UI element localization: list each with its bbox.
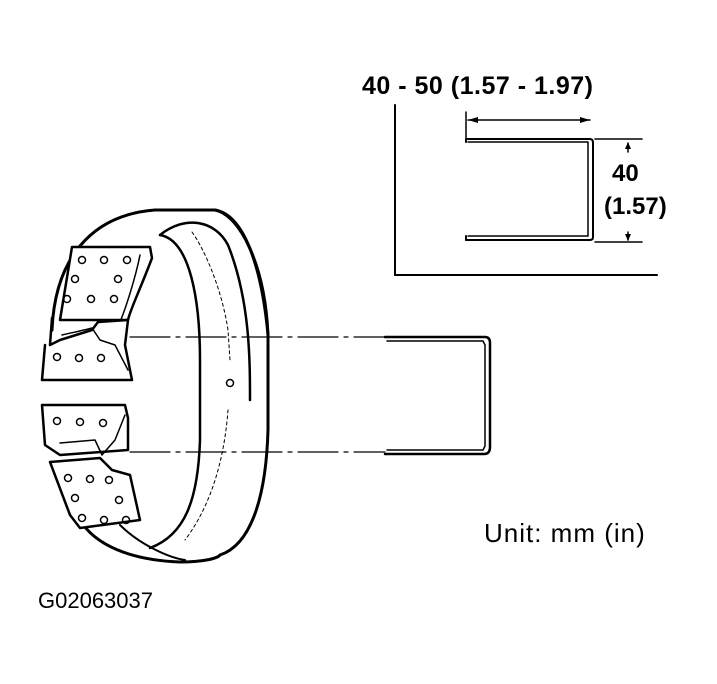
- figure-id: G02063037: [38, 588, 153, 613]
- lower-lining-end: [40, 403, 142, 530]
- unit-label: Unit: mm (in): [484, 518, 646, 548]
- dimension-label-length: 40 - 50 (1.57 - 1.97): [362, 72, 594, 100]
- clip-detail-view: [394, 104, 658, 276]
- brake-band: [40, 208, 270, 564]
- upper-lining-end: [40, 245, 154, 382]
- dimension-label-height-mm: 40: [612, 160, 639, 187]
- u-clip-inner: [467, 141, 589, 237]
- u-clip-inner: [386, 340, 486, 451]
- arrowhead-down-icon: [625, 234, 631, 241]
- dimension-label-height-in: (1.57): [604, 193, 667, 220]
- arrowhead-left-icon: [468, 117, 478, 123]
- band-seam-lower: [184, 409, 229, 541]
- u-clip-assembly: [129, 335, 492, 456]
- u-clip-outer: [465, 138, 594, 241]
- arrowhead-up-icon: [625, 142, 631, 149]
- band-seam-upper: [191, 231, 231, 361]
- band-hole: [225, 378, 235, 388]
- u-clip-outer: [383, 335, 492, 456]
- arrowhead-right-icon: [580, 117, 590, 123]
